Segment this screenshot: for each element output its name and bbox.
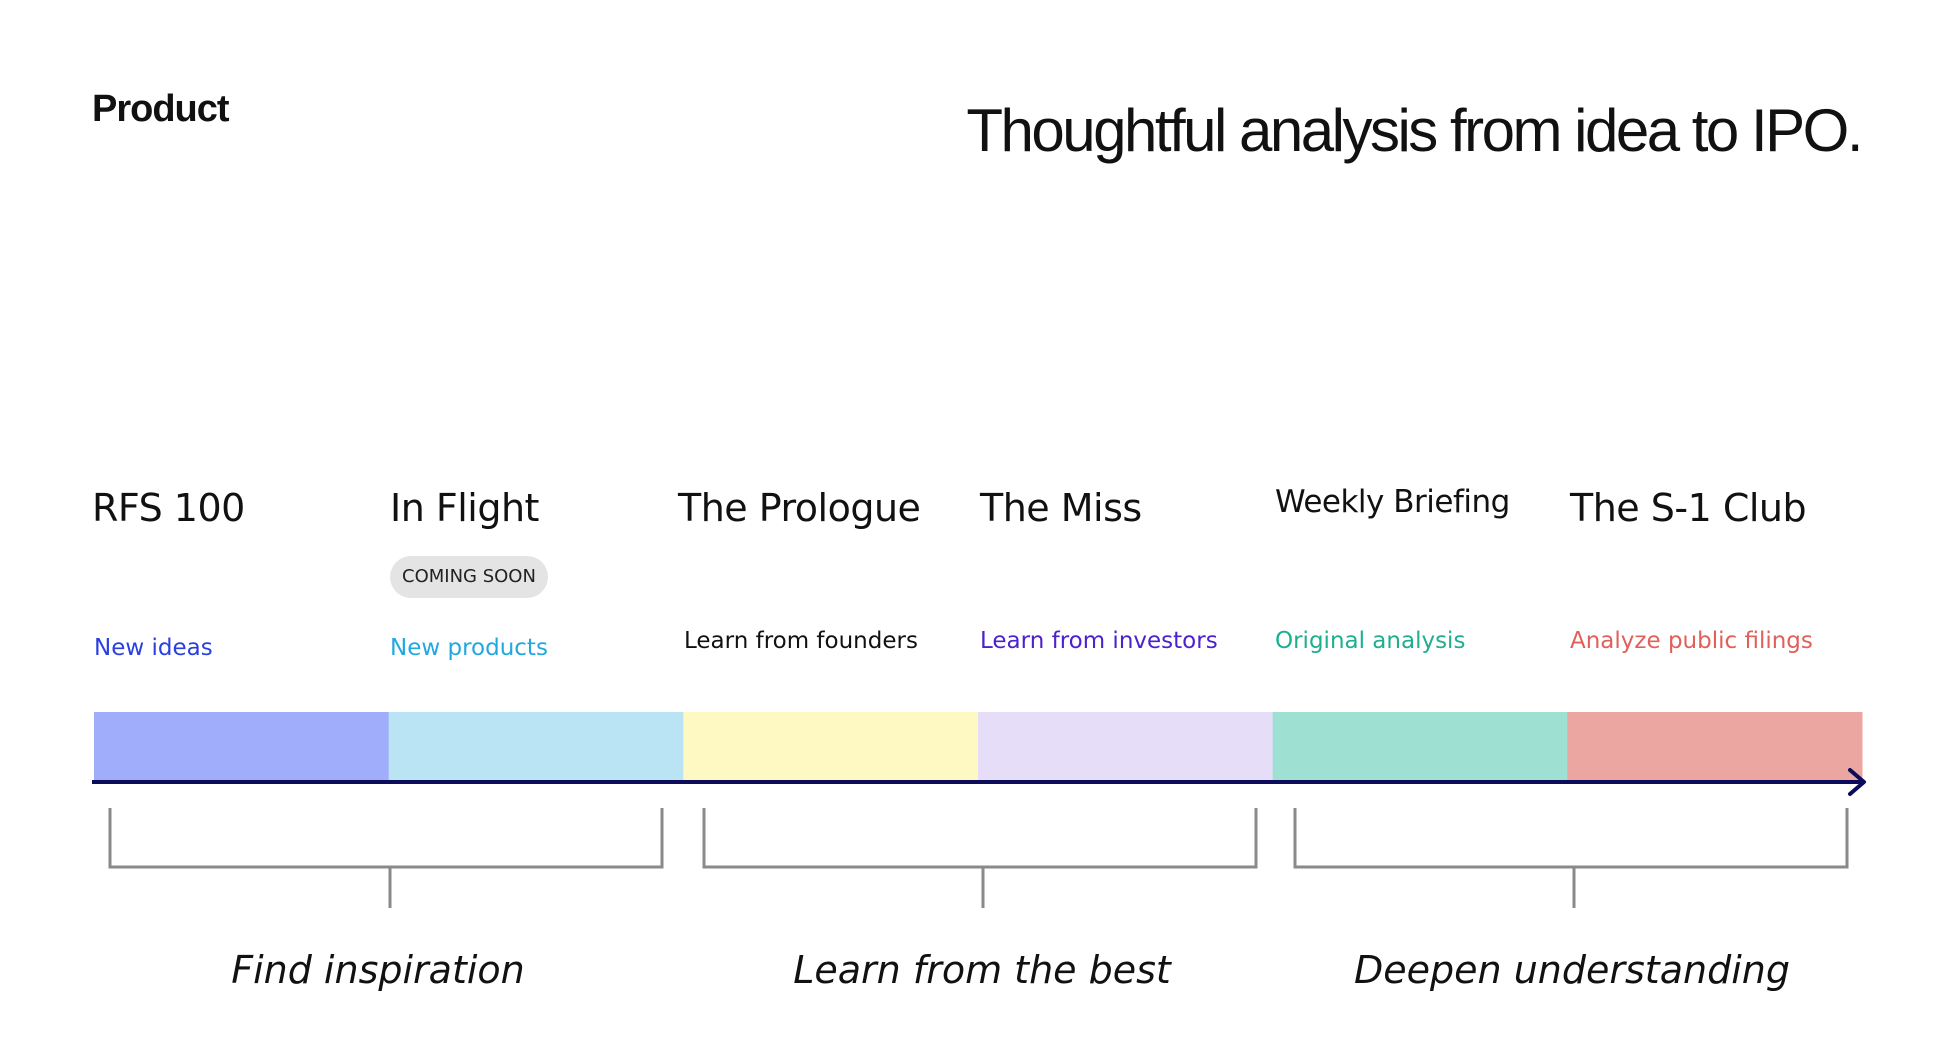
section-label: Product	[92, 88, 230, 130]
group-label-deepen-understanding: Deepen understanding	[1354, 948, 1790, 992]
timeline-segment	[978, 712, 1274, 780]
product-name-the-miss: The Miss	[980, 486, 1142, 530]
bracket-find-inspiration	[108, 808, 664, 908]
product-description-in-flight: New products	[390, 635, 548, 661]
product-description-the-miss: Learn from investors	[980, 628, 1218, 654]
product-description-the-prologue: Learn from founders	[684, 628, 918, 654]
product-name-the-prologue: The Prologue	[678, 486, 921, 530]
product-description-weekly-briefing: Original analysis	[1275, 628, 1466, 654]
product-name-rfs-100: RFS 100	[92, 486, 245, 530]
timeline-segment	[1272, 712, 1568, 780]
product-name-weekly-briefing: Weekly Briefing	[1275, 484, 1510, 520]
product-name-the-s1-club: The S-1 Club	[1570, 486, 1807, 530]
timeline-segment	[94, 712, 390, 780]
arrow-head-icon	[1848, 768, 1866, 796]
group-label-learn-from-the-best: Learn from the best	[793, 948, 1171, 992]
bracket-learn-from-the-best	[702, 808, 1258, 908]
group-brackets	[108, 808, 1849, 908]
product-description-rfs-100: New ideas	[94, 635, 213, 661]
timeline-segment	[683, 712, 979, 780]
timeline-segment	[1567, 712, 1863, 780]
timeline-segments	[94, 712, 1863, 780]
group-label-find-inspiration: Find inspiration	[231, 948, 525, 992]
headline: Thoughtful analysis from idea to IPO.	[966, 97, 1863, 164]
bracket-deepen-understanding	[1293, 808, 1849, 908]
product-description-the-s1-club: Analyze public filings	[1570, 628, 1813, 654]
product-name-in-flight: In Flight	[390, 486, 539, 530]
timeline-segment	[388, 712, 684, 780]
coming-soon-badge: COMING SOON	[390, 556, 548, 598]
